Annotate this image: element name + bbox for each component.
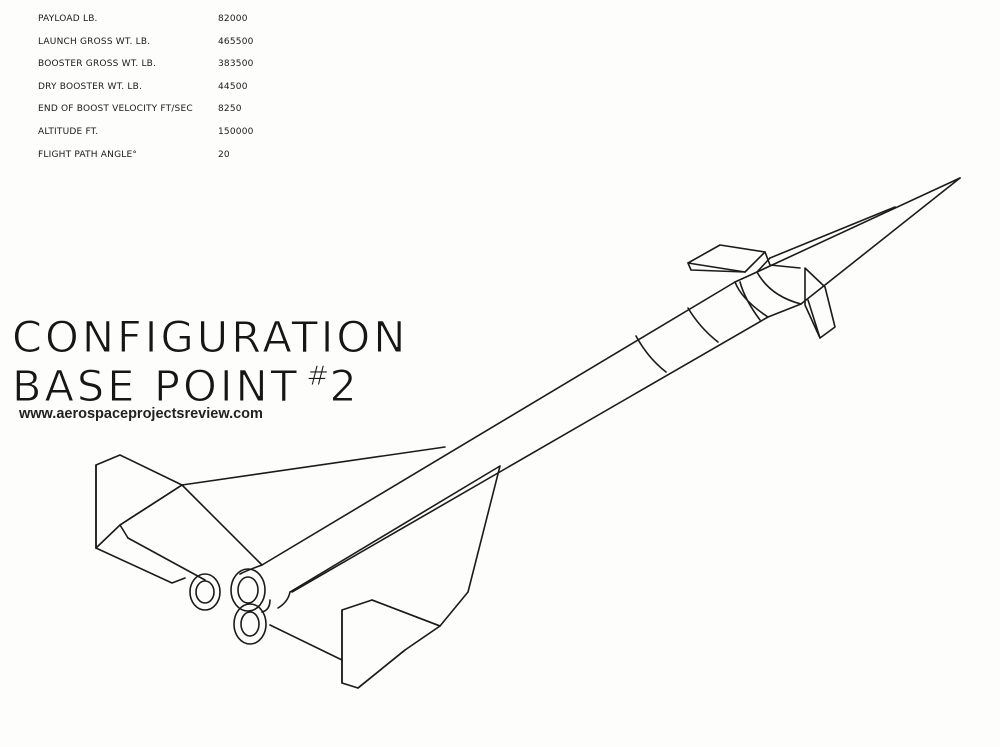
spec-value: 8250 xyxy=(218,104,242,115)
title-line-2: BASE POINT#2 xyxy=(12,359,408,416)
spec-label: END OF BOOST VELOCITY FT/SEC xyxy=(38,104,193,115)
spec-label: FLIGHT PATH ANGLE° xyxy=(38,149,138,160)
spec-label: BOOSTER GROSS WT. LB. xyxy=(38,59,157,70)
spec-value: 383500 xyxy=(218,59,254,70)
spec-label: PAYLOAD LB. xyxy=(38,14,98,24)
configuration-title: CONFIGURATION BASE POINT#2 xyxy=(11,313,409,416)
payload-nose xyxy=(756,177,961,305)
left-delta-wing xyxy=(95,446,446,584)
title-number-sign: # xyxy=(305,359,330,393)
spec-label: ALTITUDE FT. xyxy=(38,126,99,137)
forward-canard xyxy=(687,244,836,339)
spec-value: 20 xyxy=(218,149,230,160)
spec-label: DRY BOOSTER WT. LB. xyxy=(38,81,143,92)
spec-label: LAUNCH GROSS WT. LB. xyxy=(38,36,151,47)
spec-value: 150000 xyxy=(218,126,254,137)
watermark-url: www.aerospaceprojectsreview.com xyxy=(19,406,263,422)
spec-value: 465500 xyxy=(218,36,254,47)
title-line-1: CONFIGURATION xyxy=(11,313,409,363)
engine-nozzles xyxy=(189,564,291,645)
spec-value: 82000 xyxy=(218,14,248,24)
right-delta-wing xyxy=(269,465,501,689)
title-base-point: BASE POINT xyxy=(12,362,300,412)
fuselage xyxy=(261,271,802,593)
spec-value: 44500 xyxy=(218,81,248,92)
title-number: 2 xyxy=(329,362,360,412)
